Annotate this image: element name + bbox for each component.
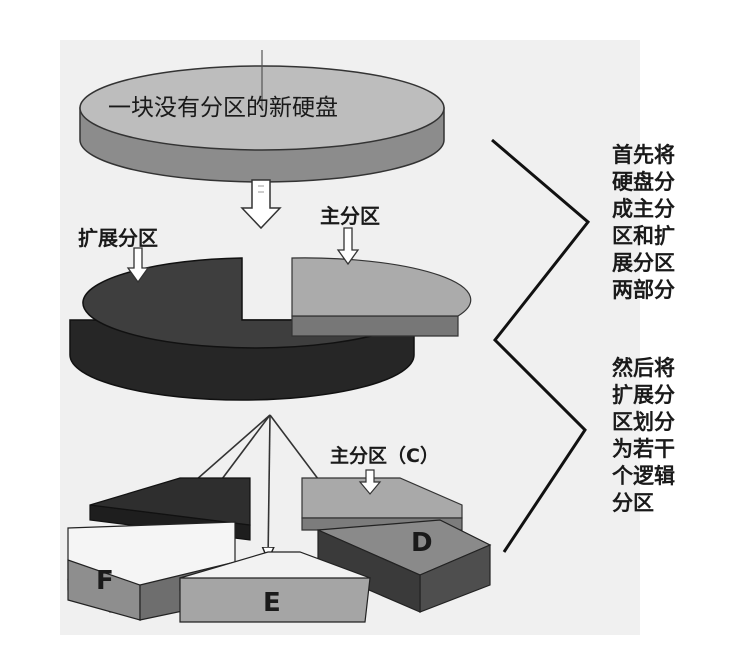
down-arrow-icon: [240, 179, 282, 230]
slice-e: [179, 551, 371, 623]
primary-pointer-icon: [336, 227, 360, 266]
extended-partition-label: 扩展分区: [78, 226, 158, 250]
primary-c-pointer-icon: [358, 469, 382, 495]
primary-partition-label: 主分区: [320, 204, 380, 228]
step2-text: 然后将 扩展分 区划分 为若干 个逻辑 分区: [612, 356, 675, 515]
new-disk-label: 一块没有分区的新硬盘: [108, 95, 338, 121]
zigzag-bracket: [491, 138, 591, 553]
step1-text: 首先将 硬盘分 成主分 区和扩 展分区 两部分: [612, 143, 675, 302]
extended-pointer-icon: [126, 247, 150, 284]
arrow-to-e: [268, 414, 270, 560]
slice-d: [317, 519, 492, 613]
slice-d-label: D: [411, 528, 433, 558]
slice-f-label: F: [96, 566, 114, 596]
primary-c-label: 主分区（C）: [330, 445, 439, 467]
slice-e-label: E: [263, 588, 281, 618]
primary-partition: [291, 257, 472, 337]
